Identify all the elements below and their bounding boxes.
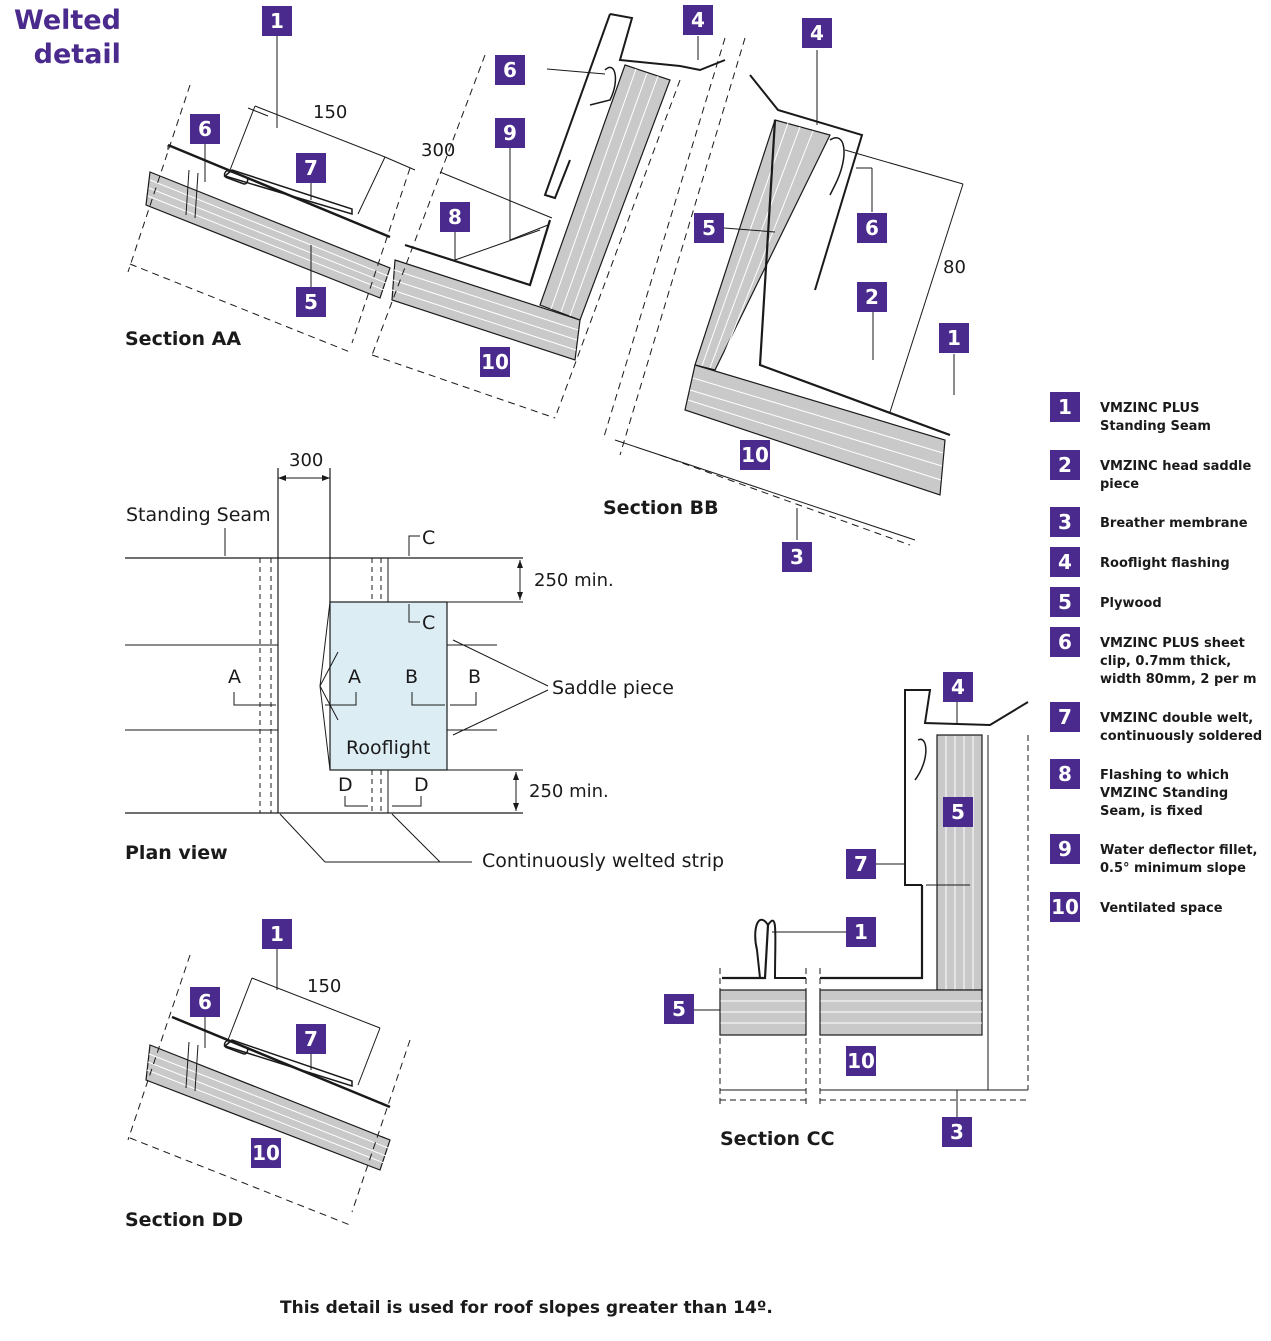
section-cc-title: Section CC xyxy=(720,1128,835,1150)
cut-d-right: D xyxy=(414,774,429,796)
section-bb-title: Section BB xyxy=(603,497,719,519)
badge-bb-8: 8 xyxy=(440,202,470,232)
legend-item: 4 Rooflight flashing xyxy=(1050,547,1265,587)
title-line-1: Welted xyxy=(14,5,121,36)
badge-bb-6: 6 xyxy=(495,55,525,85)
legend-badge: 6 xyxy=(1050,627,1080,657)
welted-strip-label: Continuously welted strip xyxy=(482,850,725,872)
dim-250-bottom: 250 min. xyxy=(529,781,609,802)
legend-badge: 3 xyxy=(1050,507,1080,537)
cut-b-left: B xyxy=(405,666,419,688)
badge-bb-10b: 10 xyxy=(740,440,770,470)
badge-bb-6b: 6 xyxy=(857,213,887,243)
badge-bb-4a: 4 xyxy=(683,5,713,35)
legend-item: 10 Ventilated space xyxy=(1050,892,1265,932)
badge-aa-5: 5 xyxy=(296,287,326,317)
title-line-2: detail xyxy=(33,39,121,70)
dim-300-plan: 300 xyxy=(289,450,324,471)
dim-80-bb: 80 xyxy=(943,257,966,278)
legend-text: VMZINC head saddle piece xyxy=(1100,459,1252,492)
badge-cc-5b: 5 xyxy=(664,994,694,1024)
badge-dd-6: 6 xyxy=(190,987,220,1017)
legend-text: VMZINC double welt, continuously soldere… xyxy=(1100,711,1263,744)
legend-text: Rooflight flashing xyxy=(1100,556,1230,571)
legend-text: Water deflector fillet, 0.5° minimum slo… xyxy=(1100,843,1258,876)
legend-text: Ventilated space xyxy=(1100,901,1223,916)
badge-aa-1: 1 xyxy=(262,6,292,36)
legend-text: Plywood xyxy=(1100,596,1162,611)
cut-a-left: A xyxy=(228,666,241,688)
section-dd-title: Section DD xyxy=(125,1209,244,1231)
badge-bb-5: 5 xyxy=(694,213,724,243)
saddle-piece-label: Saddle piece xyxy=(552,677,674,699)
footer-note: This detail is used for roof slopes grea… xyxy=(280,1298,773,1318)
legend-badge: 7 xyxy=(1050,702,1080,732)
badge-cc-1: 1 xyxy=(846,917,876,947)
legend-badge: 9 xyxy=(1050,834,1080,864)
section-bb-drawing xyxy=(371,13,964,546)
legend-item: 1 VMZINC PLUS Standing Seam xyxy=(1050,392,1265,450)
badge-dd-7: 7 xyxy=(296,1024,326,1054)
badge-dd-10: 10 xyxy=(251,1138,281,1168)
legend: 1 VMZINC PLUS Standing Seam 2 VMZINC hea… xyxy=(1050,392,1265,932)
dim-150-aa: 150 xyxy=(313,102,348,123)
badge-bb-2: 2 xyxy=(857,282,887,312)
badge-bb-9: 9 xyxy=(495,118,525,148)
badge-cc-10: 10 xyxy=(846,1046,876,1076)
legend-item: 7 VMZINC double welt, continuously solde… xyxy=(1050,702,1265,759)
badge-bb-4b: 4 xyxy=(802,18,832,48)
badge-bb-3: 3 xyxy=(782,542,812,572)
legend-text: VMZINC PLUS Standing Seam xyxy=(1100,401,1211,434)
legend-text: Breather membrane xyxy=(1100,516,1248,531)
cut-b-right: B xyxy=(468,666,482,688)
plan-view-title: Plan view xyxy=(125,842,228,864)
section-aa-drawing xyxy=(127,36,416,353)
cut-c-top: C xyxy=(422,527,436,549)
legend-badge: 5 xyxy=(1050,587,1080,617)
legend-badge: 10 xyxy=(1050,892,1080,922)
badge-cc-3: 3 xyxy=(942,1117,972,1147)
legend-badge: 2 xyxy=(1050,450,1080,480)
badge-cc-7: 7 xyxy=(846,849,876,879)
legend-item: 2 VMZINC head saddle piece xyxy=(1050,450,1265,507)
dim-150-dd: 150 xyxy=(307,976,342,997)
section-aa-title: Section AA xyxy=(125,328,242,350)
badge-aa-6: 6 xyxy=(190,114,220,144)
badge-dd-1: 1 xyxy=(262,919,292,949)
page-title: Welted detail xyxy=(14,4,121,72)
section-cc-drawing xyxy=(692,689,1029,1117)
legend-text: VMZINC PLUS sheet clip, 0.7mm thick, wid… xyxy=(1100,636,1257,687)
badge-cc-4: 4 xyxy=(943,672,973,702)
section-dd-drawing xyxy=(127,948,411,1226)
badge-bb-1: 1 xyxy=(939,323,969,353)
legend-item: 6 VMZINC PLUS sheet clip, 0.7mm thick, w… xyxy=(1050,627,1265,702)
legend-item: 3 Breather membrane xyxy=(1050,507,1265,547)
badge-bb-10a: 10 xyxy=(480,347,510,377)
badge-aa-7: 7 xyxy=(296,153,326,183)
rooflight-label: Rooflight xyxy=(346,737,431,759)
cut-a-right: A xyxy=(348,666,361,688)
legend-badge: 1 xyxy=(1050,392,1080,422)
plan-view-drawing xyxy=(125,468,549,863)
dim-300-aa: 300 xyxy=(421,140,456,161)
legend-item: 8 Flashing to which VMZINC Standing Seam… xyxy=(1050,759,1265,834)
legend-badge: 8 xyxy=(1050,759,1080,789)
dim-250-top: 250 min. xyxy=(534,570,614,591)
legend-item: 5 Plywood xyxy=(1050,587,1265,627)
legend-badge: 4 xyxy=(1050,547,1080,577)
legend-text: Flashing to which VMZINC Standing Seam, … xyxy=(1100,768,1229,819)
badge-cc-5a: 5 xyxy=(943,797,973,827)
cut-c-bottom: C xyxy=(422,612,436,634)
cut-d-left: D xyxy=(338,774,353,796)
standing-seam-label: Standing Seam xyxy=(126,504,271,526)
legend-item: 9 Water deflector fillet, 0.5° minimum s… xyxy=(1050,834,1265,892)
